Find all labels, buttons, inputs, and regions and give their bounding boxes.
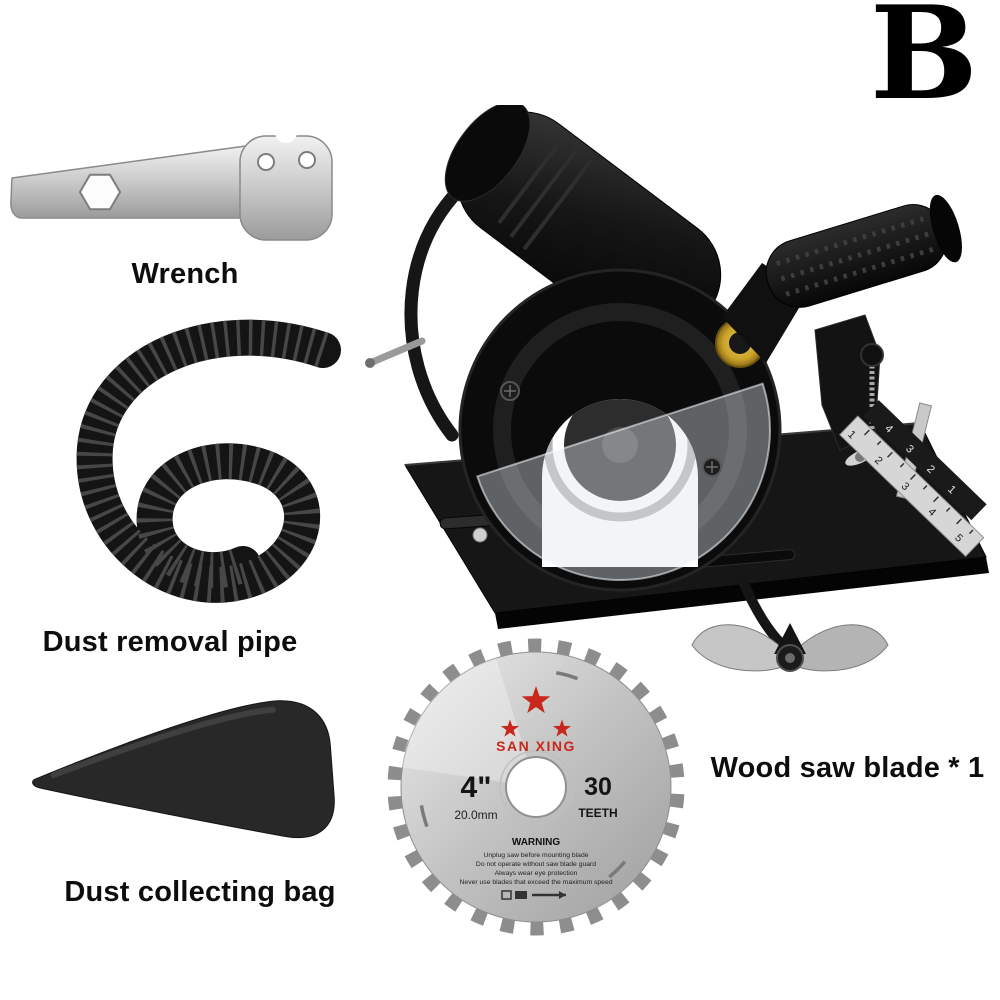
mitre-wings [691, 573, 889, 672]
blade-bore: 20.0mm [454, 808, 497, 822]
guard-arch-opening [542, 399, 698, 567]
blade-brand: SAN XING [496, 738, 576, 754]
blade-warning-line: Do not operate without saw blade guard [476, 861, 596, 868]
rotation-direction-icon [501, 890, 566, 900]
blade-teeth-label: TEETH [578, 806, 617, 820]
side-handle [722, 194, 962, 363]
variant-label: B [869, 0, 978, 129]
clear-guard-cover [476, 382, 771, 581]
blade-warning-title: WARNING [512, 837, 561, 848]
blade-warning-line: Always wear eye protection [495, 870, 578, 877]
base-screw [472, 527, 488, 543]
wrench-label: Wrench [131, 258, 239, 290]
wrench-bar-shape [10, 121, 333, 241]
cover-screws [500, 381, 722, 477]
blade-warning-line: Never use blades that exceed the maximum… [459, 879, 612, 886]
blade-diameter: 4" [461, 771, 492, 804]
hex-opening [78, 173, 122, 211]
bag-shape [32, 700, 335, 838]
blade-teeth-count: 30 [584, 773, 612, 801]
dust-bag-image [32, 700, 335, 838]
saw-bracket-image: 4 3 2 1 1 2 3 4 5 [365, 105, 989, 672]
side-lever [365, 337, 426, 368]
hose-coil-shape [76, 319, 341, 603]
blade-teeth [387, 638, 685, 936]
dust-bag-label: Dust collecting bag [64, 876, 336, 908]
wrench-image [10, 121, 333, 241]
dust-pipe-label: Dust removal pipe [42, 626, 298, 658]
saw-blade-image: SAN XING 4" 20.0mm 30 TEETH WARNING Unpl… [387, 638, 685, 936]
blade-sheen [401, 658, 536, 787]
arbor-ring [499, 750, 573, 824]
blade-warning-line: Unplug saw before mounting blade [483, 852, 588, 859]
dust-pipe-image [76, 319, 341, 603]
blade-label: Wood saw blade * 1 [710, 752, 985, 784]
arbor-hole [505, 756, 567, 818]
expansion-slots [418, 669, 654, 905]
